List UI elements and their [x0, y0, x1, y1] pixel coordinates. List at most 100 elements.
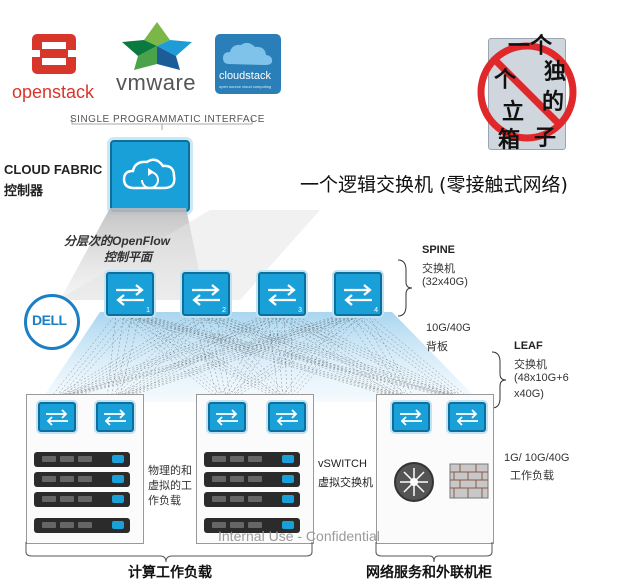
- mesh-link: [207, 313, 228, 401]
- confidential-watermark: Internal Use - Confidential: [218, 528, 380, 544]
- vswitch-label: vSWITCH: [318, 458, 367, 470]
- leaf-switch: [38, 402, 76, 432]
- leaf-desc-line1: 交换机: [514, 358, 547, 371]
- vmware-pinwheel-icon: [122, 22, 192, 70]
- mesh-link: [359, 313, 412, 401]
- mesh-link: [215, 313, 292, 401]
- mesh-link: [56, 313, 361, 401]
- cloud-fabric-title: CLOUD FABRIC: [4, 162, 103, 177]
- workload-label-line3: 作负载: [148, 494, 181, 507]
- no-box-char-3: 个: [494, 68, 517, 93]
- mesh-link: [110, 313, 125, 401]
- mesh-link: [359, 313, 468, 401]
- leaf-switch: [268, 402, 306, 432]
- spine-bracket: [397, 259, 413, 317]
- spine-title: SPINE: [422, 244, 456, 256]
- cloudstack-cloud-icon: [223, 42, 273, 65]
- mesh-link: [199, 313, 464, 401]
- switch-arrows-icon: [400, 409, 422, 426]
- mesh-link: [118, 313, 141, 401]
- cloud-refresh-icon: [122, 158, 176, 190]
- switch-arrows-icon: [344, 284, 372, 306]
- mesh-link: [110, 313, 201, 401]
- switch-arrows-icon: [276, 409, 298, 426]
- mesh-link: [283, 313, 468, 401]
- mesh-link: [283, 313, 288, 401]
- mesh-link: [290, 313, 293, 401]
- switch-arrows-icon: [116, 284, 144, 306]
- server: [34, 472, 130, 487]
- mesh-link: [60, 313, 293, 401]
- load-balancer-icon: [394, 462, 434, 502]
- switch-arrows-icon: [192, 284, 220, 306]
- firewall-icon: [449, 463, 489, 499]
- mesh-link: [226, 313, 285, 401]
- mesh-link: [218, 313, 345, 401]
- mesh-link: [207, 313, 412, 401]
- mesh-link: [131, 313, 228, 401]
- server: [204, 518, 300, 533]
- mesh-link: [118, 313, 293, 401]
- mesh-link: [114, 313, 209, 401]
- mesh-link: [207, 313, 468, 401]
- server: [34, 492, 130, 507]
- mesh-link: [106, 313, 269, 401]
- mesh-link: [215, 313, 232, 401]
- mesh-link: [118, 313, 217, 401]
- mesh-link: [291, 313, 416, 401]
- switch-arrows-icon: [456, 409, 478, 426]
- mesh-link: [282, 313, 353, 401]
- workload-label-line1: 物理的和: [148, 464, 192, 477]
- spine-switch-number: 1: [146, 307, 150, 314]
- switch-arrows-icon: [104, 409, 126, 426]
- mesh-link: [367, 313, 416, 401]
- vswitch-desc: 虚拟交换机: [318, 476, 373, 489]
- workload-label-line2: 虚拟的工: [148, 479, 192, 492]
- leaf-switch: [392, 402, 430, 432]
- server: [34, 452, 130, 467]
- mesh-link: [52, 313, 277, 401]
- cloud-fabric-controller: [110, 140, 190, 212]
- mesh-link: [215, 313, 472, 401]
- openstack-icon: [32, 34, 76, 74]
- leaf-switch: [448, 402, 486, 432]
- mesh-link: [351, 313, 464, 401]
- spine-switch-2: 2: [182, 272, 230, 316]
- mesh-link: [191, 313, 404, 401]
- spine-switch-1: 1: [106, 272, 154, 316]
- mesh-link: [115, 313, 404, 401]
- openstack-logo: openstack: [12, 30, 102, 105]
- cloudstack-tagline: open source cloud computing: [219, 84, 272, 89]
- switch-arrows-icon: [46, 409, 68, 426]
- mesh-link: [291, 313, 472, 401]
- vmware-wordmark: vmware: [116, 70, 197, 95]
- no-box-char-1: 一个: [508, 34, 553, 59]
- mesh-link: [286, 313, 361, 401]
- leaf-bracket: [491, 351, 507, 409]
- mesh-link: [222, 313, 277, 401]
- spine-desc-line2: (32x40G): [422, 276, 468, 288]
- no-box-char-6: 箱: [498, 128, 521, 153]
- mesh-link: [267, 313, 404, 401]
- interface-bracket: [71, 118, 253, 130]
- no-box-char-5: 立: [502, 100, 525, 125]
- mesh-link: [114, 313, 361, 401]
- mesh-link: [267, 313, 460, 401]
- mesh-link: [139, 313, 232, 401]
- mesh-link: [106, 313, 117, 401]
- mesh-link: [267, 313, 280, 401]
- mesh-link: [230, 313, 369, 401]
- mesh-link: [131, 313, 412, 401]
- bottom-brackets: [25, 542, 493, 563]
- mesh-link: [191, 313, 280, 401]
- mesh-link: [60, 313, 141, 401]
- mesh-link: [139, 313, 472, 401]
- workload-speed-line1: 1G/ 10G/40G: [504, 452, 570, 464]
- openflow-label-line1: 分层次的OpenFlow: [64, 234, 170, 248]
- network-services-label: 网络服务和外联机柜: [366, 565, 492, 581]
- mesh-link: [56, 313, 133, 401]
- dell-wordmark: DELL: [32, 312, 67, 328]
- mesh-link: [60, 313, 369, 401]
- mesh-link: [106, 313, 193, 401]
- interface-label: SINGLE PROGRAMMATIC INTERFACE: [70, 114, 265, 125]
